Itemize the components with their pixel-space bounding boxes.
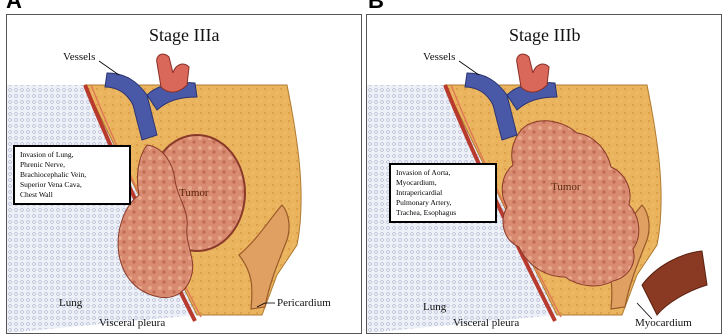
panel-b-visceral-pleura-label: Visceral pleura [453,317,519,329]
panel-a-invasion-box: Invasion of Lung, Phrenic Nerve, Brachio… [13,145,131,205]
panel-b-invasion-box: Invasion of Aorta, Myocardium, Intraperi… [389,163,497,223]
invasion-line: Invasion of Aorta, [396,168,490,178]
panel-b-myocardium-label: Myocardium [635,317,692,329]
panel-a-title: Stage IIIa [149,25,219,46]
panel-a-pericardium-label: Pericardium [277,297,331,309]
myocardium [642,251,707,315]
panel-a-visceral-pleura-label: Visceral pleura [99,317,165,329]
artery [157,54,189,92]
panel-b-title: Stage IIIb [509,25,580,46]
panel-a-vessels-label: Vessels [63,51,95,63]
panel-a: Stage IIIa Vessels Tumor Invasion of Lun… [6,14,362,334]
panel-b-letter: B [368,0,384,14]
panel-b: Stage IIIb Vessels Tumor Invasion of Aor… [366,14,722,334]
invasion-line: Trachea, Esophagus [396,208,490,218]
invasion-line: Phrenic Nerve, [20,160,124,170]
invasion-line: Invasion of Lung, [20,150,124,160]
panel-a-lung-label: Lung [59,297,82,309]
invasion-line: Myocardium, [396,178,490,188]
invasion-line: Intrapericardial [396,188,490,198]
panel-b-vessels-label: Vessels [423,51,455,63]
invasion-line: Brachiocephalic Vein, [20,170,124,180]
panel-b-tumor-label: Tumor [551,181,581,193]
panel-b-lung-label: Lung [423,301,446,313]
panel-a-letter: A [6,0,22,14]
invasion-line: Superior Vena Cava, [20,180,124,190]
invasion-line: Chest Wall [20,190,124,200]
invasion-line: Pulmonary Artery, [396,198,490,208]
artery [517,54,549,92]
panel-a-tumor-label: Tumor [179,187,209,199]
